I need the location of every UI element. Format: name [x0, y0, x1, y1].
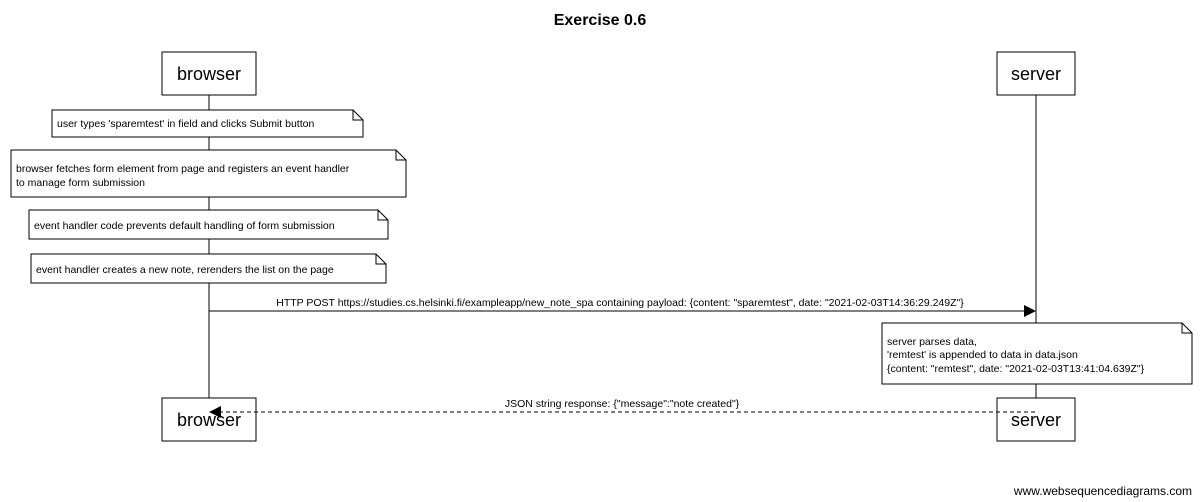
- diagram-title: Exercise 0.6: [554, 12, 647, 29]
- note-line: {content: "remtest", date: "2021-02-03T1…: [887, 363, 1145, 375]
- watermark: www.websequencediagrams.com: [1013, 484, 1192, 498]
- note: event handler code prevents default hand…: [28, 209, 389, 240]
- note: event handler creates a new note, rerend…: [30, 253, 387, 284]
- note-line: event handler creates a new note, rerend…: [36, 264, 334, 276]
- participant-browser-top: browser: [161, 51, 257, 96]
- participant-server-top: server: [996, 51, 1076, 96]
- participant-browser-bottom: browser: [161, 397, 257, 442]
- note-line: to manage form submission: [16, 177, 145, 189]
- note-line: browser fetches form element from page a…: [16, 163, 350, 175]
- participant-browser-label: browser: [177, 64, 241, 84]
- participant-browser-label: browser: [177, 410, 241, 430]
- note: server parses data, 'remtest' is appende…: [881, 322, 1193, 385]
- response-message-label: JSON string response: {"message":"note c…: [505, 398, 740, 410]
- note-line: server parses data,: [887, 336, 977, 348]
- note: browser fetches form element from page a…: [10, 149, 407, 198]
- request-message-label: HTTP POST https://studies.cs.helsinki.fi…: [276, 297, 964, 309]
- response-arrowhead: [209, 406, 221, 418]
- note-line: event handler code prevents default hand…: [34, 220, 335, 232]
- note-line: user types 'sparemtest' in field and cli…: [57, 118, 314, 130]
- participant-server-label: server: [1011, 64, 1061, 84]
- participant-server-label: server: [1011, 410, 1061, 430]
- participant-server-bottom: server: [996, 397, 1076, 442]
- note: user types 'sparemtest' in field and cli…: [51, 109, 364, 138]
- note-line: 'remtest' is appended to data in data.js…: [887, 349, 1078, 361]
